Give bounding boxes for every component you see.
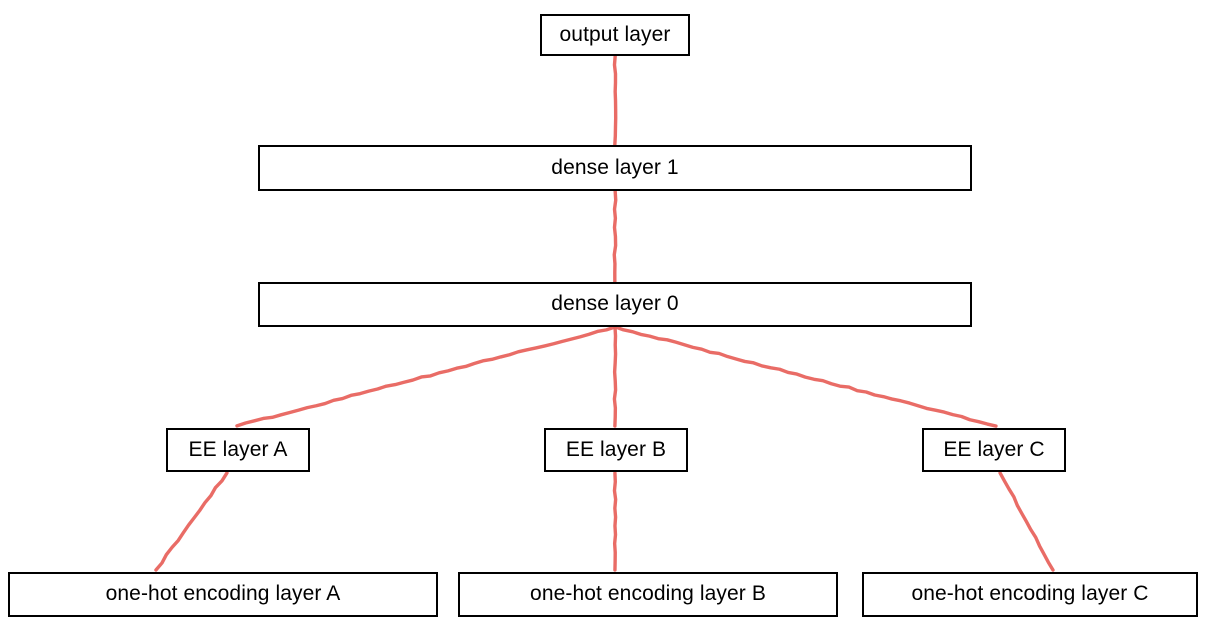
node-one-hot-layer-a[interactable]: one-hot encoding layer A <box>8 572 438 617</box>
node-dense-layer-1[interactable]: dense layer 1 <box>258 145 972 191</box>
node-dense-layer-0[interactable]: dense layer 0 <box>258 282 972 327</box>
node-dense-layer-1-label: dense layer 1 <box>551 155 679 179</box>
node-ee-layer-a-label: EE layer A <box>188 437 288 461</box>
node-output-layer[interactable]: output layer <box>540 14 690 56</box>
edge-dense1-output <box>612 54 618 147</box>
node-one-hot-layer-c-label: one-hot encoding layer C <box>911 582 1149 605</box>
node-one-hot-layer-b-label: one-hot encoding layer B <box>530 582 766 605</box>
node-ee-layer-b[interactable]: EE layer B <box>544 428 688 472</box>
edge-eec-dense0 <box>613 325 998 428</box>
edge-eeb-dense0 <box>612 325 618 428</box>
node-ee-layer-b-label: EE layer B <box>565 437 667 461</box>
node-ee-layer-c[interactable]: EE layer C <box>922 428 1066 472</box>
node-one-hot-layer-a-label: one-hot encoding layer A <box>105 582 341 605</box>
node-ee-layer-a[interactable]: EE layer A <box>166 428 310 472</box>
edge-onehotb-eeb <box>612 471 618 572</box>
node-one-hot-layer-c[interactable]: one-hot encoding layer C <box>862 572 1198 617</box>
edge-onehotc-eec <box>998 471 1055 572</box>
node-dense-layer-0-label: dense layer 0 <box>551 292 679 315</box>
node-ee-layer-c-label: EE layer C <box>943 437 1045 461</box>
node-output-layer-label: output layer <box>559 22 671 46</box>
edge-dense0-dense1 <box>612 189 618 284</box>
node-one-hot-layer-b[interactable]: one-hot encoding layer B <box>458 572 838 617</box>
edge-onehota-eea <box>154 471 229 572</box>
edge-eea-dense0 <box>235 325 617 428</box>
